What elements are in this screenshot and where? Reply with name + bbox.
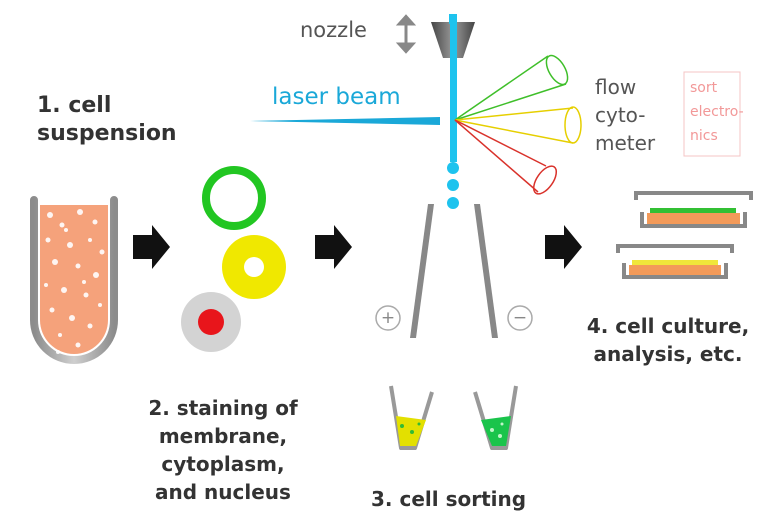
meter-label: meter bbox=[595, 131, 656, 155]
culture-plate-green bbox=[634, 191, 753, 228]
step-2-line-cytoplasm: cytoplasm, bbox=[161, 452, 285, 476]
laser-beam bbox=[250, 117, 440, 125]
step-2-line-nucleus: and nucleus bbox=[155, 480, 291, 504]
collection-tube-green bbox=[473, 385, 518, 450]
step-3-title: 3. cell sorting bbox=[371, 487, 527, 511]
nozzle-label: nozzle bbox=[300, 18, 367, 42]
red-detector-cone bbox=[454, 119, 558, 195]
negative-deflection-plate bbox=[474, 204, 498, 338]
right-arrow-icon bbox=[133, 225, 170, 269]
sort-electronics-box bbox=[683, 71, 741, 157]
positive-electrode-symbol bbox=[375, 305, 401, 331]
plus-symbol: + bbox=[380, 308, 396, 328]
step-2-line-membrane: membrane, bbox=[158, 424, 288, 448]
cyto-label: cyto- bbox=[595, 103, 646, 127]
up-down-arrow-icon bbox=[395, 14, 417, 54]
cytoplasm-stained-cell bbox=[222, 235, 286, 299]
collection-tube-yellow bbox=[389, 385, 434, 450]
fluid-stream bbox=[447, 22, 459, 209]
culture-plate-yellow bbox=[616, 244, 734, 279]
flow-label: flow bbox=[595, 75, 637, 99]
step-1-subtitle: suspension bbox=[37, 121, 177, 146]
step-2-title: 2. staining of bbox=[148, 396, 298, 420]
step-4-subtitle: analysis, etc. bbox=[593, 342, 743, 366]
step-1-title: 1. cell bbox=[37, 93, 112, 118]
yellow-detector-cone bbox=[454, 106, 582, 144]
membrane-stained-cell bbox=[202, 166, 266, 230]
electro-label: electro- bbox=[690, 104, 744, 120]
right-arrow-icon bbox=[315, 225, 352, 269]
sort-label: sort bbox=[690, 80, 718, 96]
right-arrow-icon bbox=[545, 225, 582, 269]
nics-label: nics bbox=[690, 128, 718, 144]
step-4-title: 4. cell culture, bbox=[586, 314, 750, 338]
suspension-tube bbox=[30, 196, 118, 364]
positive-deflection-plate bbox=[410, 204, 434, 338]
negative-electrode-symbol bbox=[507, 305, 533, 331]
nucleus-stained-cell bbox=[181, 292, 241, 352]
laser-beam-label: laser beam bbox=[272, 84, 401, 110]
green-detector-cone bbox=[454, 54, 569, 121]
minus-symbol: − bbox=[512, 308, 528, 328]
